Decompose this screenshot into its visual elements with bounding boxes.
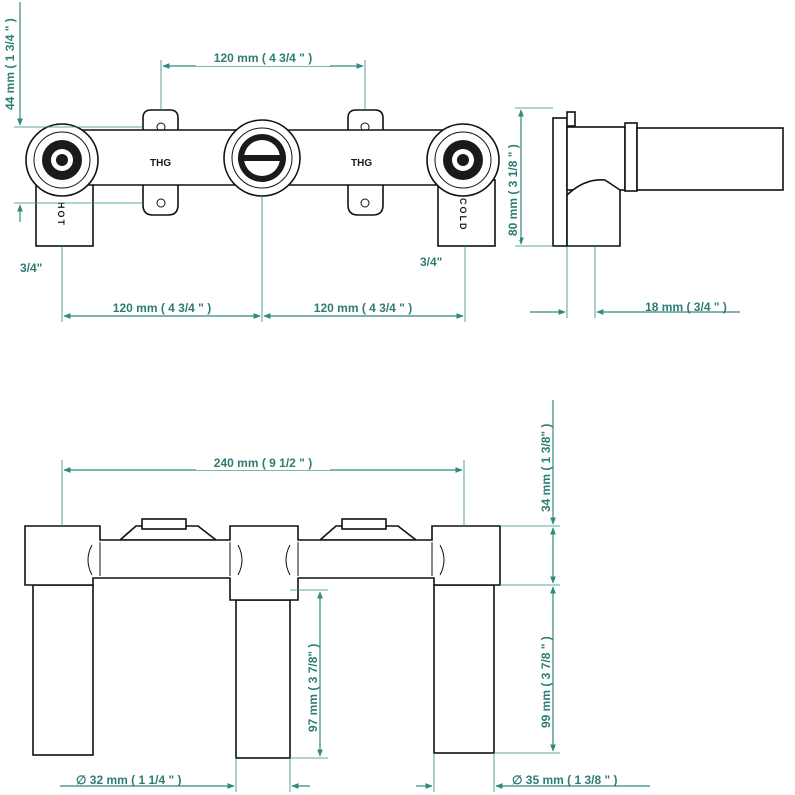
dim-side-height: 80 mm ( 3 1/8 " ) bbox=[506, 144, 520, 236]
dim-top-spacing: 120 mm ( 4 3/4 " ) bbox=[214, 51, 312, 65]
dim-front-top: 34 mm ( 1 3/8" ) bbox=[539, 424, 553, 512]
front-body bbox=[24, 525, 501, 601]
dim-bottom-right: 120 mm ( 4 3/4 " ) bbox=[314, 301, 412, 315]
thread-label-right: 3/4" bbox=[420, 255, 442, 269]
front-leg-right bbox=[433, 584, 495, 754]
front-leg-center bbox=[235, 599, 291, 759]
top-view: THG THG HOT COLD 120 mm ( 4 3/4 " ) 44 m… bbox=[3, 2, 500, 322]
brand-label-right: THG bbox=[351, 158, 372, 169]
cold-label: COLD bbox=[458, 198, 468, 232]
brand-label-left: THG bbox=[150, 158, 171, 169]
thread-label-left: 3/4" bbox=[20, 261, 42, 275]
side-view: 80 mm ( 3 1/8 " ) 18 mm ( 3/4 " ) bbox=[506, 107, 784, 318]
side-spout-tube bbox=[636, 127, 784, 191]
dim-left-height: 44 mm ( 1 3/4 " ) bbox=[3, 18, 17, 110]
side-inlet-leg bbox=[566, 178, 621, 247]
dim-side-depth: 18 mm ( 3/4 " ) bbox=[645, 300, 727, 314]
dim-front-width: 240 mm ( 9 1/2 " ) bbox=[214, 456, 312, 470]
dim-bottom-left: 120 mm ( 4 3/4 " ) bbox=[113, 301, 211, 315]
dim-front-center-leg: 97 mm ( 3 7/8" ) bbox=[306, 644, 320, 732]
cold-valve-port bbox=[426, 123, 500, 197]
side-flange bbox=[552, 117, 568, 247]
hot-label: HOT bbox=[56, 202, 66, 227]
dim-dia-center: ∅ 32 mm ( 1 1/4 " ) bbox=[76, 773, 182, 787]
dim-front-right-leg: 99 mm ( 3 7/8 " ) bbox=[539, 636, 553, 728]
hot-valve-port bbox=[25, 123, 99, 197]
front-leg-left bbox=[32, 584, 94, 756]
center-outlet-port bbox=[223, 119, 301, 197]
front-view: 240 mm ( 9 1/2 " ) 34 mm ( 1 3/8" ) 99 m… bbox=[24, 400, 650, 792]
dim-dia-right: ∅ 35 mm ( 1 3/8 " ) bbox=[512, 773, 618, 787]
